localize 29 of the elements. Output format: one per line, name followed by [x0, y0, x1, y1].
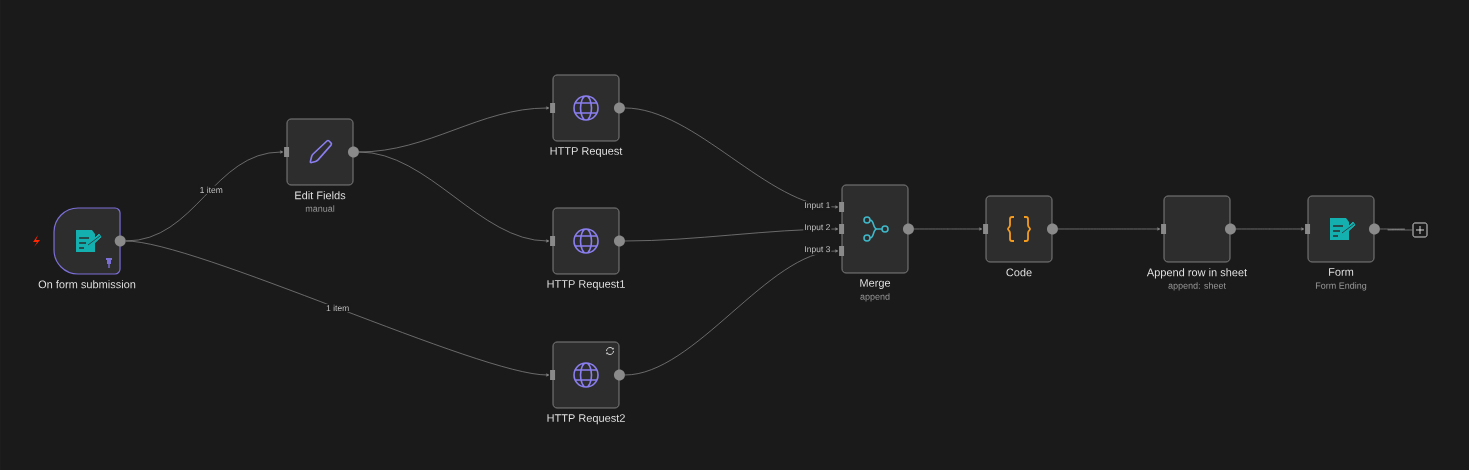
- connector: [1057, 227, 1161, 231]
- connector: [358, 106, 550, 153]
- node-title: HTTP Request2: [547, 414, 625, 425]
- connector: [624, 227, 839, 242]
- node-title: Append row in sheet: [1146, 268, 1248, 279]
- node-title: HTTP Request: [550, 147, 623, 158]
- edge-label: Input 2: [803, 223, 832, 233]
- edge-label: 1 item: [325, 303, 351, 313]
- node-title: On form submission: [38, 280, 136, 289]
- connector: [1235, 227, 1305, 231]
- add-button: [1412, 222, 1428, 238]
- node-subtitle: manual: [305, 205, 335, 212]
- connector: [913, 227, 983, 231]
- edge-label: Input 1: [803, 201, 832, 211]
- edge-label: Input 3: [803, 245, 832, 255]
- connector: [358, 151, 550, 243]
- edge-label: 1 item: [198, 185, 224, 194]
- node-subtitle: append: sheet: [1168, 282, 1226, 291]
- node-title: HTTP Request1: [547, 280, 625, 291]
- node-subtitle: Form Ending: [1316, 282, 1367, 291]
- connector: [624, 107, 839, 209]
- connector: [1379, 228, 1413, 231]
- connector: [624, 249, 839, 376]
- node-title: Form: [1329, 268, 1354, 276]
- node-title: Edit Fields: [295, 191, 346, 200]
- node-subtitle: append: [860, 293, 890, 302]
- node-title: Code: [1006, 268, 1032, 277]
- node-title: Merge: [860, 279, 891, 290]
- connector: [125, 240, 550, 377]
